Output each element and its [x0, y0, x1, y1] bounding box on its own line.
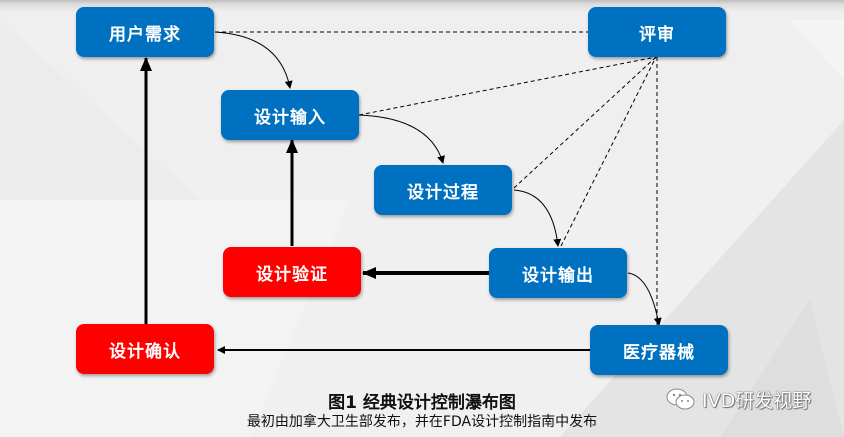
node-design-output[interactable]: 设计输出	[489, 248, 627, 298]
node-medical-device-label: 医疗器械	[623, 342, 695, 363]
node-design-verification-label: 设计验证	[256, 264, 328, 285]
review-line-design-input	[358, 56, 657, 116]
flow-design-output-to-medical-device	[627, 272, 662, 326]
node-review-label: 评审	[639, 24, 675, 45]
node-design-validation[interactable]: 设计确认	[76, 324, 214, 374]
node-design-validation-label: 设计确认	[109, 341, 181, 362]
node-design-process[interactable]: 设计过程	[374, 165, 512, 215]
wechat-icon	[666, 388, 695, 409]
node-medical-device[interactable]: 医疗器械	[590, 325, 728, 375]
node-user-needs-label: 用户需求	[109, 24, 181, 45]
watermark-text: IVD研发视野	[702, 390, 812, 412]
review-line-design-output	[560, 56, 657, 247]
review-line-design-process	[513, 56, 657, 189]
node-design-output-label: 设计输出	[522, 265, 594, 286]
flow-user-needs-to-design-input	[214, 31, 293, 89]
node-design-process-label: 设计过程	[407, 182, 479, 203]
node-review[interactable]: 评审	[588, 7, 726, 57]
flow-design-process-to-design-output	[513, 189, 562, 247]
node-user-needs[interactable]: 用户需求	[76, 7, 214, 57]
flow-design-input-to-design-process	[358, 114, 445, 164]
figure-subtitle: 最初由加拿大卫生部发布，并在FDA设计控制指南中发布	[246, 414, 598, 430]
node-design-input[interactable]: 设计输入	[221, 90, 359, 140]
node-design-verification[interactable]: 设计验证	[223, 247, 361, 297]
watermark: IVD研发视野	[666, 386, 811, 413]
figure-title: 图1 经典设计控制瀑布图	[328, 393, 516, 413]
node-design-input-label: 设计输入	[254, 107, 326, 128]
